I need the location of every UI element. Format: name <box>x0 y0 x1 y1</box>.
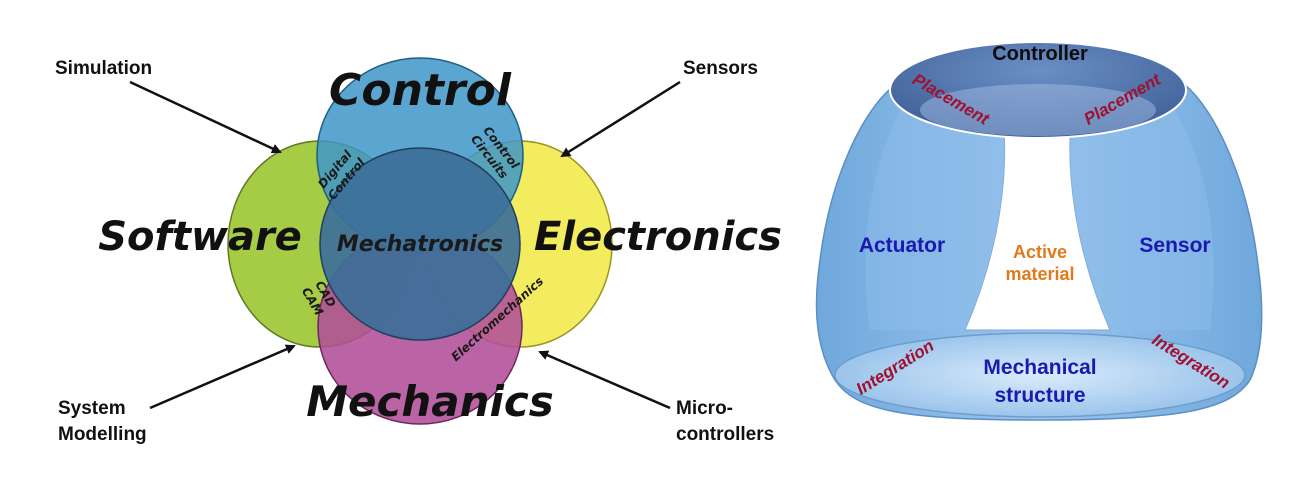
microcontrollers-arrow <box>538 350 671 410</box>
mechatronics-label: Mechatronics <box>337 232 503 257</box>
active-material-label-2: material <box>1005 264 1074 284</box>
simulation-label: Simulation <box>55 58 152 79</box>
top-ellipse-highlight <box>920 84 1156 136</box>
system-modelling-label-2: Modelling <box>58 424 147 445</box>
active-material-label-1: Active <box>1013 242 1067 262</box>
actuator-label: Actuator <box>859 234 945 257</box>
mechatronics-center <box>319 147 521 341</box>
left-pillar-shade <box>865 110 1005 330</box>
mechanical-structure-label-2: structure <box>994 384 1085 407</box>
system-modelling-label-1: System <box>58 398 126 419</box>
control-label: Control <box>329 65 512 116</box>
controller-label: Controller <box>992 43 1088 65</box>
software-label: Software <box>98 214 302 260</box>
mechanical-structure-label-1: Mechanical <box>983 356 1096 379</box>
microcontrollers-label-2: controllers <box>676 424 774 445</box>
top-ellipse <box>889 41 1187 139</box>
right-pillar-shade <box>1069 110 1214 330</box>
simulation-arrow <box>129 80 282 154</box>
system-modelling-arrow <box>149 344 296 410</box>
sensor-label: Sensor <box>1139 234 1210 257</box>
mechanics-label: Mechanics <box>306 377 554 426</box>
microcontrollers-label-1: Micro- <box>676 398 733 419</box>
smart-structure-diagram: Controller Placement Placement Actuator … <box>815 41 1263 421</box>
electronics-label: Electronics <box>534 214 782 260</box>
bottom-ellipse <box>834 332 1246 418</box>
sensors-label: Sensors <box>683 58 758 79</box>
sensors-arrow <box>560 80 681 158</box>
mechatronics-venn: Control Software Electronics Mechanics M… <box>55 57 782 445</box>
